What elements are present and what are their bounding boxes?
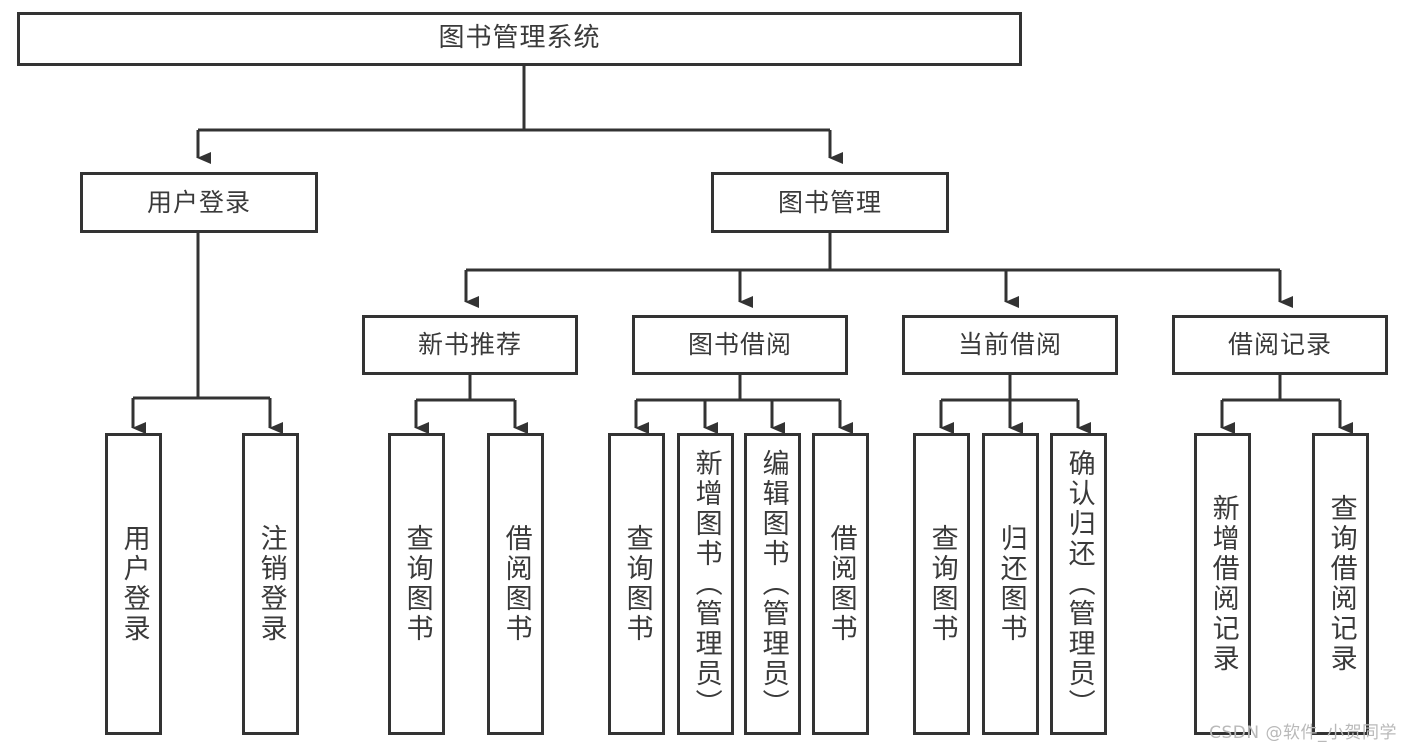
leaf-add-book[interactable]: 新增图书（管理员） bbox=[677, 433, 734, 735]
leaf-logout-label: 注销登录 bbox=[255, 524, 287, 644]
node-root-label: 图书管理系统 bbox=[438, 23, 601, 54]
leaf-return-book[interactable]: 归还图书 bbox=[982, 433, 1039, 735]
leaf-user-login-label: 用户登录 bbox=[118, 524, 150, 644]
node-borrow-record-label: 借阅记录 bbox=[1227, 330, 1332, 359]
watermark-text: CSDN @软件_小贺同学 bbox=[1209, 723, 1397, 743]
leaf-borrow-book-1[interactable]: 借阅图书 bbox=[487, 433, 544, 735]
node-book-borrow[interactable]: 图书借阅 bbox=[632, 315, 848, 375]
node-new-book-recommend[interactable]: 新书推荐 bbox=[362, 315, 578, 375]
leaf-borrow-book-2[interactable]: 借阅图书 bbox=[812, 433, 869, 735]
node-user-login[interactable]: 用户登录 bbox=[80, 172, 318, 233]
node-current-borrow-label: 当前借阅 bbox=[957, 330, 1062, 359]
leaf-borrow-book-1-label: 借阅图书 bbox=[500, 524, 532, 644]
leaf-query-book-3[interactable]: 查询图书 bbox=[913, 433, 970, 735]
leaf-add-record[interactable]: 新增借阅记录 bbox=[1194, 433, 1251, 735]
leaf-add-record-label: 新增借阅记录 bbox=[1207, 494, 1239, 674]
node-book-management[interactable]: 图书管理 bbox=[711, 172, 949, 233]
leaf-edit-book-label: 编辑图书（管理员） bbox=[757, 449, 789, 719]
leaf-return-book-label: 归还图书 bbox=[995, 524, 1027, 644]
leaf-query-book-1[interactable]: 查询图书 bbox=[388, 433, 445, 735]
leaf-query-book-2-label: 查询图书 bbox=[621, 524, 653, 644]
leaf-user-login[interactable]: 用户登录 bbox=[105, 433, 162, 735]
leaf-borrow-book-2-label: 借阅图书 bbox=[825, 524, 857, 644]
leaf-logout[interactable]: 注销登录 bbox=[242, 433, 299, 735]
node-book-management-label: 图书管理 bbox=[777, 187, 882, 217]
node-new-book-recommend-label: 新书推荐 bbox=[417, 330, 522, 359]
leaf-confirm-return-label: 确认归还（管理员） bbox=[1063, 449, 1095, 719]
leaf-add-book-label: 新增图书（管理员） bbox=[690, 449, 722, 719]
node-user-login-label: 用户登录 bbox=[146, 187, 251, 217]
leaf-query-book-3-label: 查询图书 bbox=[926, 524, 958, 644]
leaf-confirm-return[interactable]: 确认归还（管理员） bbox=[1050, 433, 1107, 735]
leaf-query-book-1-label: 查询图书 bbox=[401, 524, 433, 644]
leaf-query-record[interactable]: 查询借阅记录 bbox=[1312, 433, 1369, 735]
leaf-edit-book[interactable]: 编辑图书（管理员） bbox=[744, 433, 801, 735]
node-current-borrow[interactable]: 当前借阅 bbox=[902, 315, 1118, 375]
node-root[interactable]: 图书管理系统 bbox=[17, 12, 1022, 66]
node-book-borrow-label: 图书借阅 bbox=[687, 330, 792, 359]
leaf-query-book-2[interactable]: 查询图书 bbox=[608, 433, 665, 735]
node-borrow-record[interactable]: 借阅记录 bbox=[1172, 315, 1388, 375]
leaf-query-record-label: 查询借阅记录 bbox=[1325, 494, 1357, 674]
